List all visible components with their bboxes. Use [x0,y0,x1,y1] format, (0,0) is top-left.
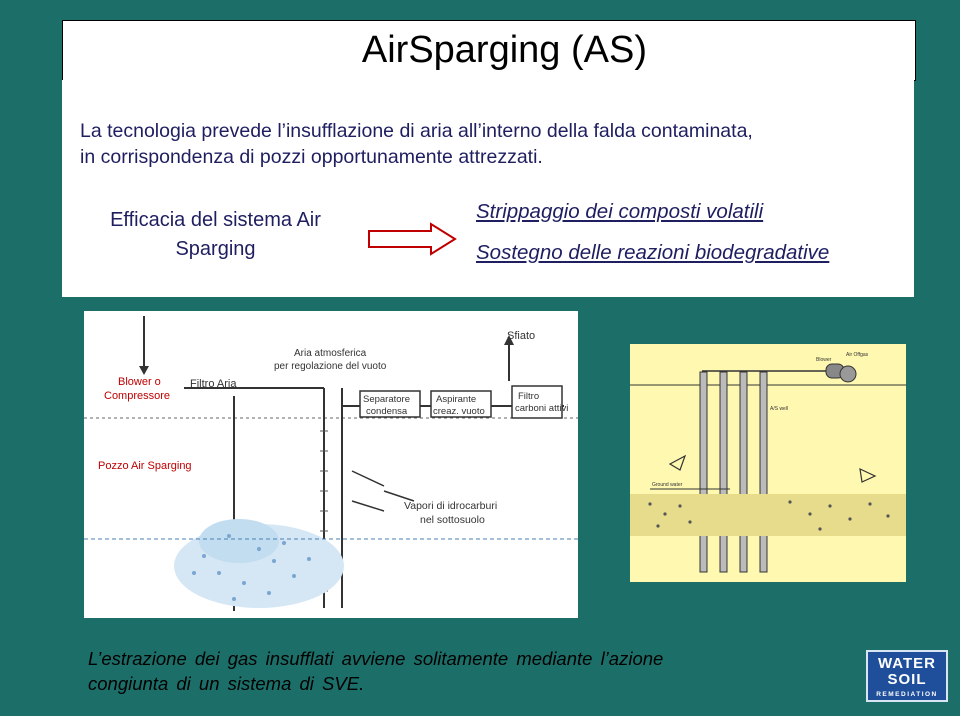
bottom-note: L’estrazione dei gas insufflati avviene … [88,646,828,696]
efficacia-label: Efficacia del sistema Air Sparging [78,206,353,264]
filtro-carboni-label-1: Filtro [518,391,539,402]
pozzo-label: Pozzo Air Sparging [98,460,192,472]
effect-biodegradation: Sostegno delle reazioni biodegradative [476,241,830,264]
filtro-carboni-label-2: carboni attivi [515,403,568,414]
separatore-label-1: Separatore [363,394,410,405]
schematic-drawing: Blower o Compressore Filtro Aria Aria at… [84,316,578,611]
air-sparging-schematic: Blower o Compressore Filtro Aria Aria at… [84,311,578,618]
aspirante-box [430,390,492,418]
aspirante-label-1: Aspirante [436,394,476,405]
bottom-line-2: congiunta di un sistema di SVE. [88,673,365,694]
plume-dots [192,534,311,601]
blower-motor [839,365,857,383]
blower-label-1: Blower o [118,376,161,388]
efficacia-line-1: Efficacia del sistema Air [110,209,321,231]
intro-text: La tecnologia prevede l’insufflazione di… [80,118,920,170]
separatore-box [359,390,421,418]
slide-title: AirSparging (AS) [361,29,647,71]
sparge-plume-core [199,519,279,563]
filtro-aria-label: Filtro Aria [190,378,237,390]
efficacia-line-2: Sparging [175,238,256,260]
as-well-label: A/S well [770,406,788,412]
effects-list: Strippaggio dei composti volatili Sosteg… [476,200,829,265]
vapori-label-1: Vapori di idrocarburi [404,500,497,512]
gravel-dots [648,500,890,531]
content-panel [62,80,914,297]
flow-arrows [668,454,877,483]
blower-label-2: Compressore [104,390,170,402]
separatore-label-2: condensa [366,406,408,417]
right-arrow-icon [368,222,457,256]
water-soil-logo: WATER SOIL REMEDIATION [866,650,948,702]
vapor-arrows [351,470,415,512]
vapori-label-2: nel sottosuolo [420,514,485,526]
logo-word-soil: SOIL [887,671,927,688]
cross-section-drawing: Blower Air Offgas A/S well Ground water [630,352,906,573]
effect-stripping: Strippaggio dei composti volatili [476,200,764,223]
air-inlet-arrow-icon [139,366,149,375]
intro-line-1: La tecnologia prevede l’insufflazione di… [80,120,753,142]
contaminated-zone [630,494,906,536]
blower-label: Blower [816,357,832,363]
filtro-carboni-box [511,385,563,419]
aria-atm-label-2: per regolazione del vuoto [274,361,387,372]
aria-atm-label-1: Aria atmosferica [294,348,367,359]
intro-line-2: in corrispondenza di pozzi opportunament… [80,146,543,168]
aspirante-label-2: creaz. vuoto [433,406,485,417]
wells [699,371,768,573]
sfiato-arrow-icon [504,335,514,345]
sfiato-label: Sfiato [507,330,535,342]
logo-word-remediation: REMEDIATION [876,691,938,698]
bottom-line-1: L’estrazione dei gas insufflati avviene … [88,648,664,669]
ground-water-label: Ground water [652,482,683,488]
exhaust-label: Air Offgas [846,352,869,358]
air-sparging-cross-section: Blower Air Offgas A/S well Ground water [630,344,906,582]
logo-word-water: WATER [877,655,937,672]
title-box: AirSparging (AS) [62,20,916,81]
